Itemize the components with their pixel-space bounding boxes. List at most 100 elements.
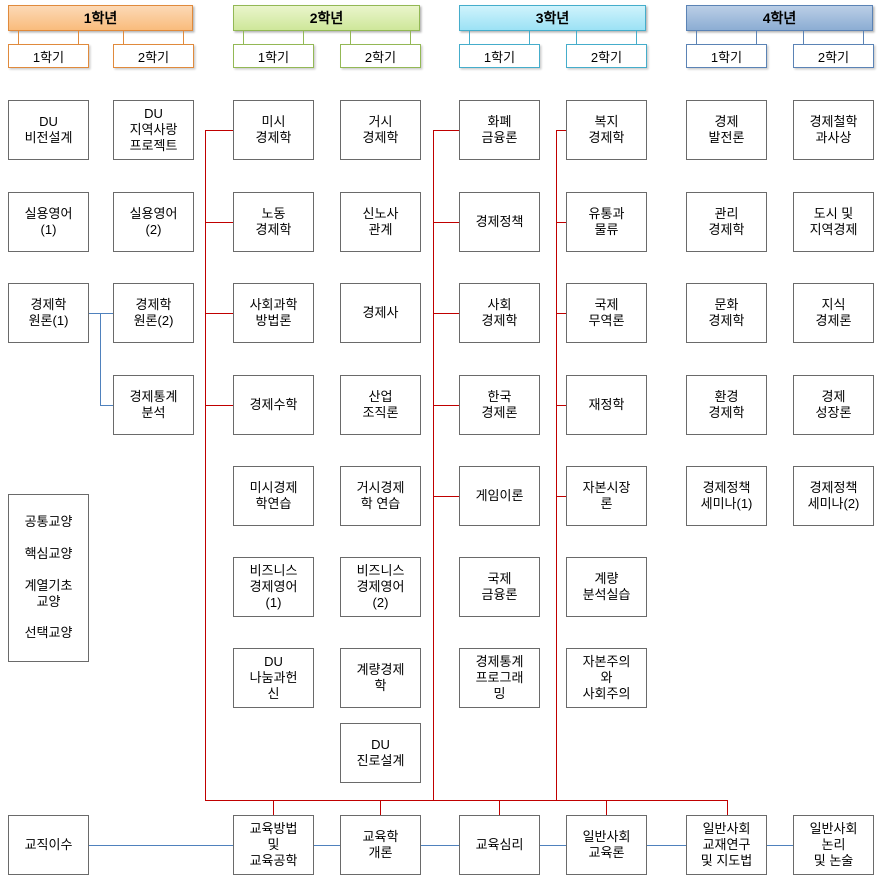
year-4-semester-1-tab: 1학기 bbox=[686, 31, 767, 68]
year-2-header: 2학년 bbox=[233, 5, 420, 31]
gened-item: 공통교양 bbox=[24, 514, 73, 530]
course-box: 경제 발전론 bbox=[686, 100, 767, 160]
course-box: 교직이수 bbox=[8, 815, 89, 875]
connector-line-red bbox=[556, 222, 566, 223]
connector-line-red bbox=[433, 222, 459, 223]
connector-line-red bbox=[433, 496, 459, 497]
course-box: 경제학 원론(2) bbox=[113, 283, 194, 343]
course-box: 경제정책 세미나(1) bbox=[686, 466, 767, 526]
connector-line-blue bbox=[539, 845, 566, 846]
connector-line-blue bbox=[100, 405, 113, 406]
course-box: 게임이론 bbox=[459, 466, 540, 526]
year-4-header: 4학년 bbox=[686, 5, 873, 31]
course-box: 교육심리 bbox=[459, 815, 540, 875]
connector-line-red bbox=[556, 313, 566, 314]
gened-item: 선택교양 bbox=[24, 625, 73, 641]
course-box: 지식 경제론 bbox=[793, 283, 874, 343]
connector-line-red bbox=[433, 130, 434, 800]
connector-line-red bbox=[499, 800, 500, 815]
course-box: 경제통계 프로그래 밍 bbox=[459, 648, 540, 708]
year-3-semester-1-tab: 1학기 bbox=[459, 31, 540, 68]
connector-line-blue bbox=[420, 845, 459, 846]
connector-line-red bbox=[727, 800, 728, 815]
course-box: 경제철학 과사상 bbox=[793, 100, 874, 160]
course-box: 실용영어 (2) bbox=[113, 192, 194, 252]
course-box: 경제수학 bbox=[233, 375, 314, 435]
connector-line-red bbox=[556, 130, 557, 800]
connector-line-red bbox=[273, 800, 274, 815]
connector-line-red bbox=[606, 800, 607, 815]
connector-line-red bbox=[205, 313, 233, 314]
gened-item: 계열기초 교양 bbox=[24, 577, 73, 609]
course-box: 관리 경제학 bbox=[686, 192, 767, 252]
course-box: 실용영어 (1) bbox=[8, 192, 89, 252]
course-box: 계량 분석실습 bbox=[566, 557, 647, 617]
year-3-semester-2-tab: 2학기 bbox=[566, 31, 647, 68]
course-box: DU 지역사랑 프로젝트 bbox=[113, 100, 194, 160]
course-box: 신노사 관계 bbox=[340, 192, 421, 252]
connector-line-red bbox=[205, 130, 233, 131]
connector-line-red bbox=[380, 800, 381, 815]
course-box: DU 진로설계 bbox=[340, 723, 421, 783]
course-box: 사회과학 방법론 bbox=[233, 283, 314, 343]
course-box: 계량경제 학 bbox=[340, 648, 421, 708]
course-box: 산업 조직론 bbox=[340, 375, 421, 435]
gened-item: 핵심교양 bbox=[24, 545, 73, 561]
year-1-semester-1-tab: 1학기 bbox=[8, 31, 89, 68]
course-box: 유통과 물류 bbox=[566, 192, 647, 252]
course-box: 자본주의 와 사회주의 bbox=[566, 648, 647, 708]
course-box: DU 비전설계 bbox=[8, 100, 89, 160]
course-box: 문화 경제학 bbox=[686, 283, 767, 343]
course-box: 환경 경제학 bbox=[686, 375, 767, 435]
connector-line-blue bbox=[766, 845, 793, 846]
year-1-header: 1학년 bbox=[8, 5, 193, 31]
course-box: DU 나눔과헌 신 bbox=[233, 648, 314, 708]
course-box: 재정학 bbox=[566, 375, 647, 435]
year-2-semester-2-tab: 2학기 bbox=[340, 31, 421, 68]
course-box: 비즈니스 경제영어 (2) bbox=[340, 557, 421, 617]
course-box: 화폐 금융론 bbox=[459, 100, 540, 160]
course-box: 경제정책 세미나(2) bbox=[793, 466, 874, 526]
course-box: 거시경제 학 연습 bbox=[340, 466, 421, 526]
course-box: 노동 경제학 bbox=[233, 192, 314, 252]
connector-line-blue bbox=[100, 313, 101, 405]
course-box: 경제학 원론(1) bbox=[8, 283, 89, 343]
course-box: 경제사 bbox=[340, 283, 421, 343]
connector-line-red bbox=[556, 496, 566, 497]
connector-line-red bbox=[205, 800, 727, 801]
course-box: 일반사회 교육론 bbox=[566, 815, 647, 875]
general-education-box: 공통교양 핵심교양 계열기초 교양 선택교양 bbox=[8, 494, 89, 662]
connector-line-red bbox=[433, 130, 459, 131]
course-box: 국제 금융론 bbox=[459, 557, 540, 617]
connector-line-red bbox=[205, 222, 233, 223]
connector-line-red bbox=[433, 405, 459, 406]
connector-line-red bbox=[556, 130, 566, 131]
course-box: 미시경제 학연습 bbox=[233, 466, 314, 526]
course-box: 도시 및 지역경제 bbox=[793, 192, 874, 252]
connector-line-red bbox=[205, 130, 206, 800]
course-box: 경제통계 분석 bbox=[113, 375, 194, 435]
course-box: 국제 무역론 bbox=[566, 283, 647, 343]
course-box: 미시 경제학 bbox=[233, 100, 314, 160]
course-box: 복지 경제학 bbox=[566, 100, 647, 160]
connector-line-blue bbox=[313, 845, 340, 846]
course-box: 일반사회 교재연구 및 지도법 bbox=[686, 815, 767, 875]
course-box: 한국 경제론 bbox=[459, 375, 540, 435]
connector-line-blue bbox=[646, 845, 686, 846]
year-3-header: 3학년 bbox=[459, 5, 646, 31]
course-box: 비즈니스 경제영어 (1) bbox=[233, 557, 314, 617]
course-box: 경제 성장론 bbox=[793, 375, 874, 435]
connector-line-blue bbox=[88, 845, 233, 846]
year-4-semester-2-tab: 2학기 bbox=[793, 31, 874, 68]
course-box: 교육방법 및 교육공학 bbox=[233, 815, 314, 875]
year-1-semester-2-tab: 2학기 bbox=[113, 31, 194, 68]
year-2-semester-1-tab: 1학기 bbox=[233, 31, 314, 68]
connector-line-red bbox=[205, 405, 233, 406]
connector-line-red bbox=[433, 313, 459, 314]
course-box: 일반사회 논리 및 논술 bbox=[793, 815, 874, 875]
course-box: 경제정책 bbox=[459, 192, 540, 252]
course-box: 자본시장 론 bbox=[566, 466, 647, 526]
course-box: 사회 경제학 bbox=[459, 283, 540, 343]
course-box: 거시 경제학 bbox=[340, 100, 421, 160]
